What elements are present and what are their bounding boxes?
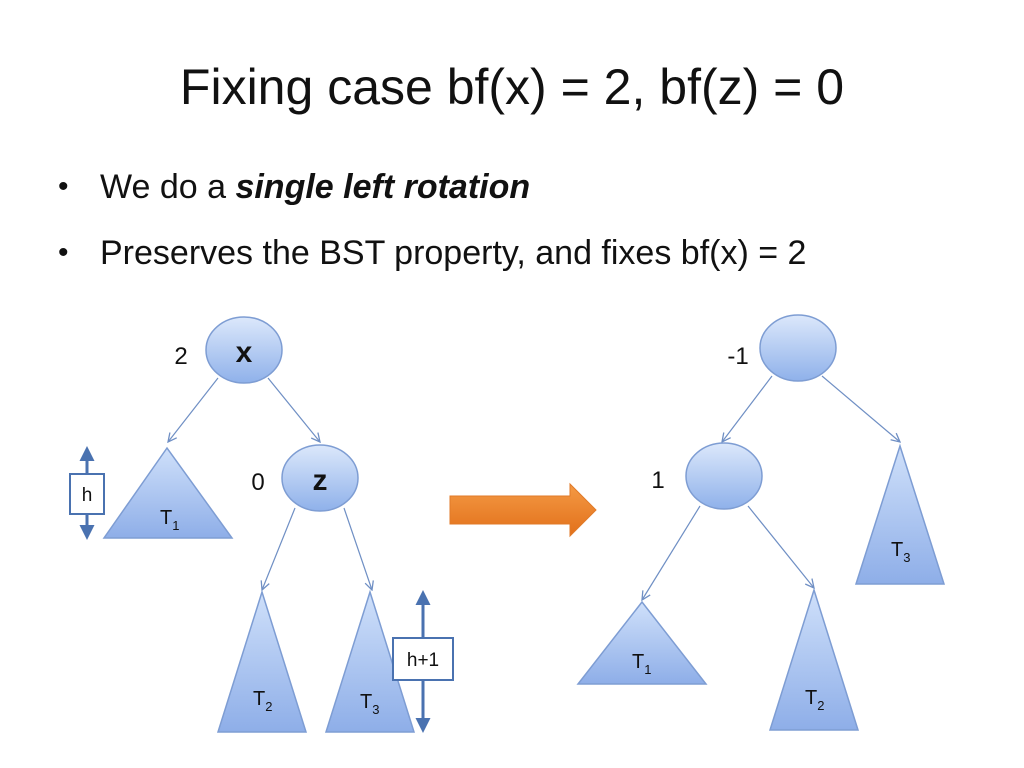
node-after-root-balance: -1 <box>727 343 748 370</box>
edge-x-t1 <box>168 377 219 442</box>
edge-z-t3 <box>343 507 372 590</box>
subtree-t1 <box>102 446 234 539</box>
rotation-arrow <box>449 482 597 538</box>
bullet-item: • Preserves the BST property, and fixes … <box>58 231 806 297</box>
edge-child-t2 <box>747 505 814 588</box>
bullet-text-emphasis: single left rotation <box>235 168 531 206</box>
slide-title: Fixing case bf(x) = 2, bf(z) = 0 <box>179 59 845 115</box>
node-z-balance: 0 <box>251 469 264 496</box>
subtree-t2-label: T2 <box>253 688 272 714</box>
bullet-dot-icon: • <box>58 170 69 203</box>
bullet-list: • We do a single left rotation • Preserv… <box>58 165 806 297</box>
height-marker-h1: h+1 <box>392 590 454 733</box>
subtree-t2 <box>216 589 308 733</box>
bullet-dot-icon: • <box>58 236 69 269</box>
node-z-label: z <box>313 464 328 497</box>
node-after-child <box>685 442 763 510</box>
bullet-item: • We do a single left rotation <box>58 165 806 231</box>
height-label-h1: h+1 <box>407 650 439 671</box>
subtree-t3-label: T3 <box>360 691 379 717</box>
subtree-after-t1-label: T1 <box>632 651 651 677</box>
node-z <box>281 444 359 512</box>
node-after-root <box>759 314 837 382</box>
height-marker-h: h <box>69 446 105 540</box>
subtree-after-t2-label: T2 <box>805 687 824 713</box>
edge-z-t2 <box>262 507 296 590</box>
edge-root-child <box>722 375 773 442</box>
node-x <box>205 316 283 384</box>
edge-child-t1 <box>642 505 701 600</box>
edge-root-t3 <box>821 375 900 442</box>
bullet-text: Preserves the BST property, and fixes bf… <box>100 234 807 272</box>
tree-before: x 2 z 0 T1 T2 T3 h h+1 <box>69 316 454 733</box>
tree-after: -1 1 T3 T1 T2 <box>576 314 946 731</box>
bullet-text-prefix: We do a <box>100 168 236 206</box>
subtree-after-t2 <box>768 587 860 731</box>
edge-x-z <box>267 377 320 442</box>
subtree-t1-label: T1 <box>160 507 179 533</box>
node-x-balance: 2 <box>174 343 187 370</box>
node-after-child-balance: 1 <box>651 467 664 494</box>
subtree-after-t3 <box>854 443 946 585</box>
subtree-after-t1 <box>576 600 708 685</box>
height-label-h: h <box>82 485 93 506</box>
subtree-after-t3-label: T3 <box>891 539 910 565</box>
node-x-label: x <box>236 336 253 369</box>
